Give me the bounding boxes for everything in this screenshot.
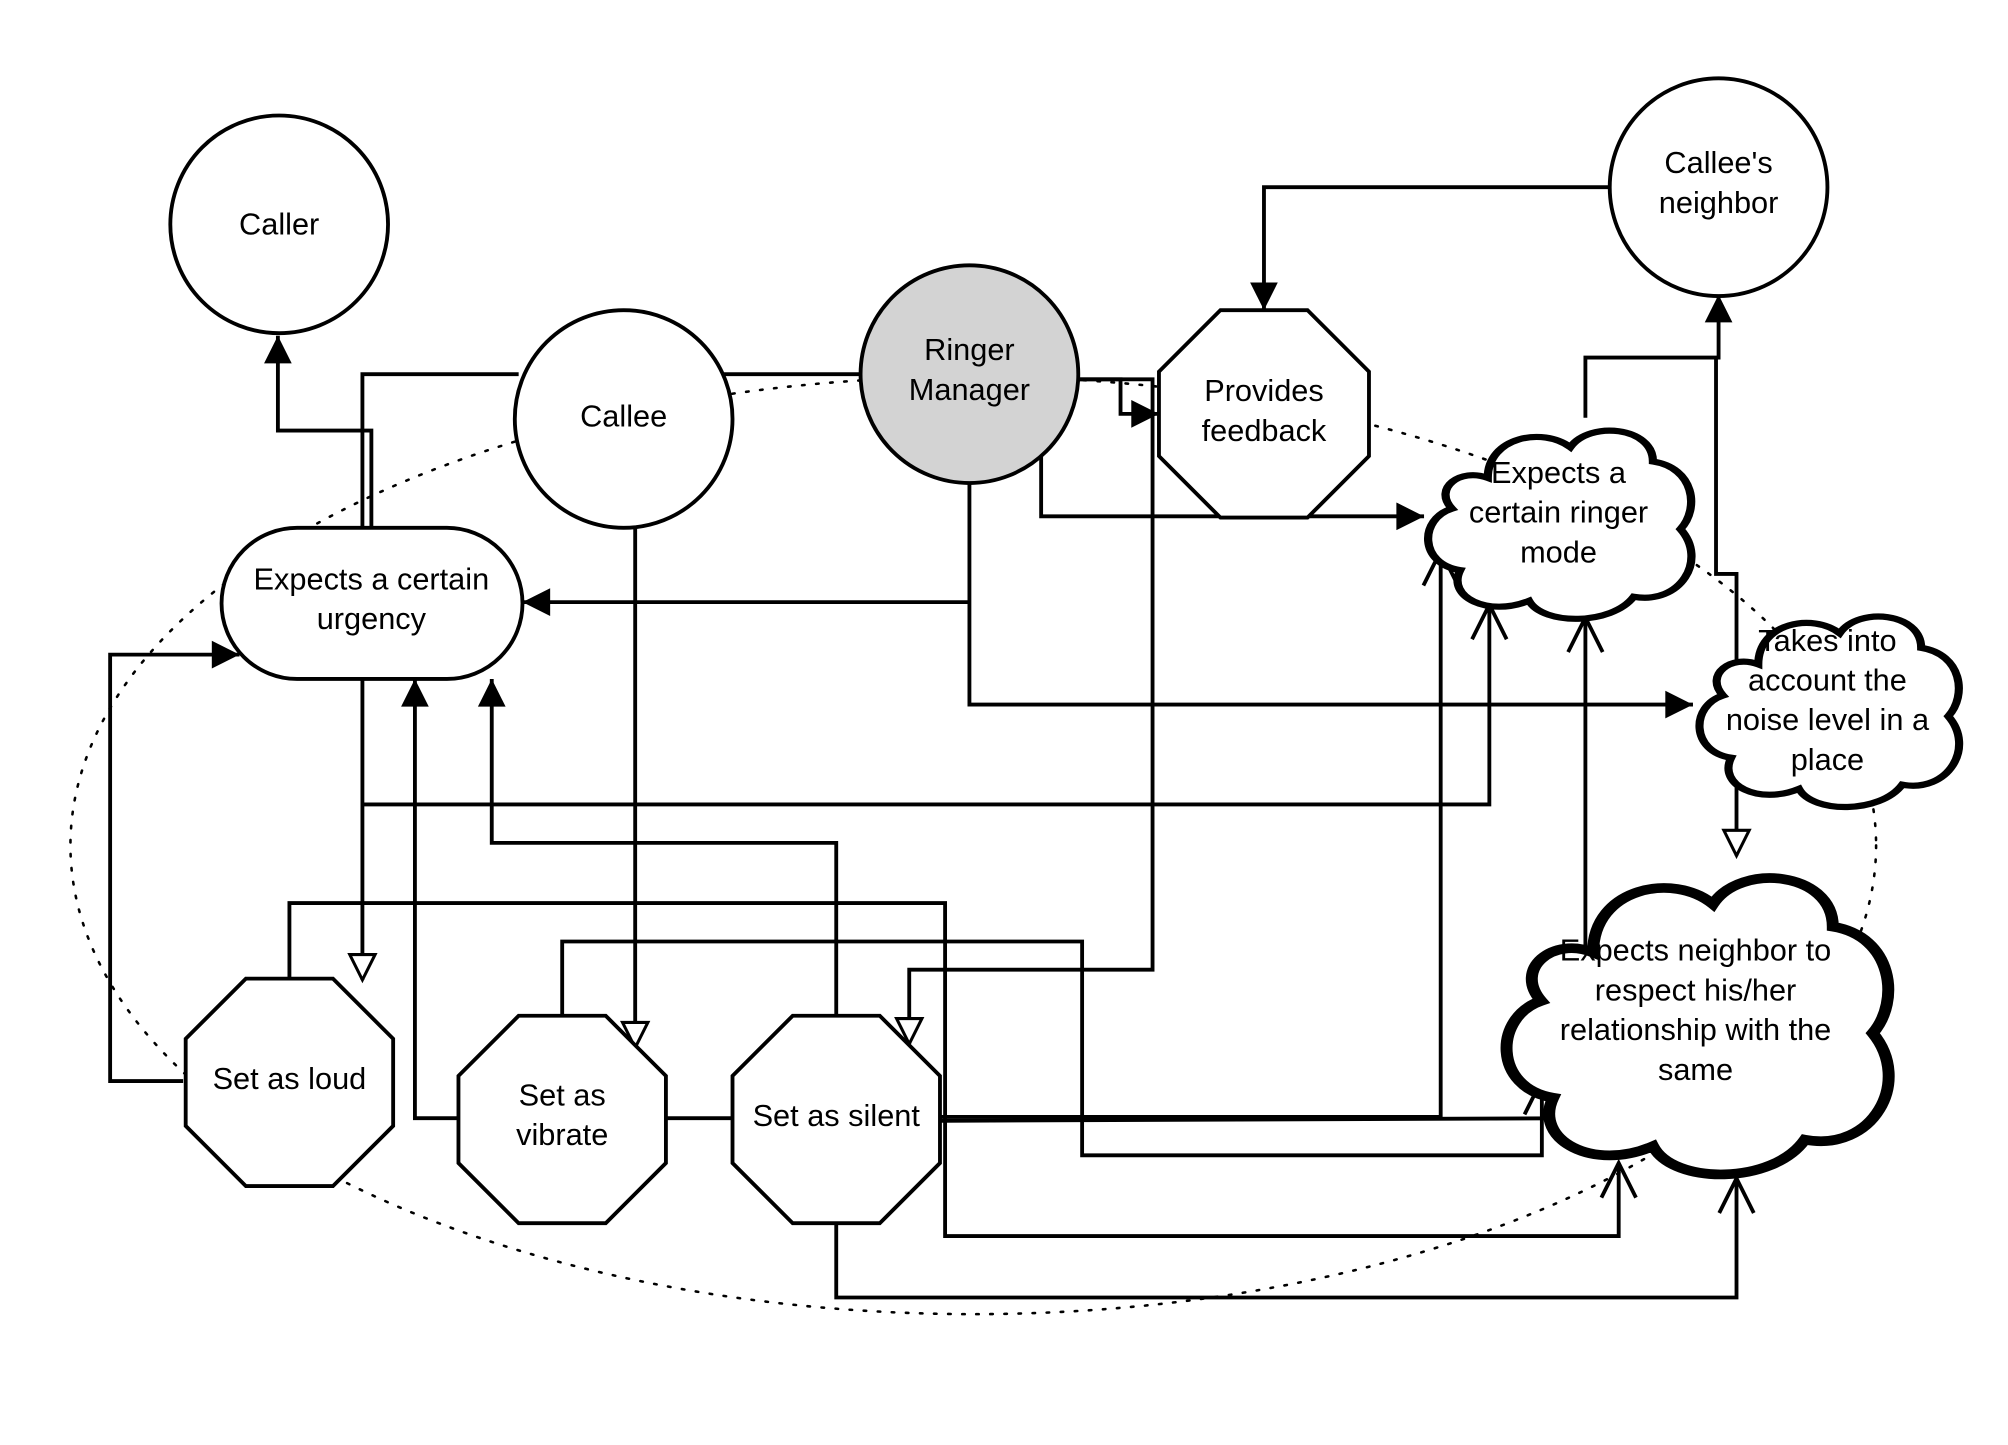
node-label: Callee's [1664, 145, 1772, 180]
node-label: Callee [580, 399, 667, 434]
edge-loud-to-urgency [108, 640, 240, 1083]
edge-silent-to-neighbor-cloud [834, 1174, 1756, 1300]
edge-neighbor-to-feedback [1250, 185, 1612, 311]
node-label: account the [1748, 662, 1907, 697]
node-set-as-loud[interactable]: Set as loud [183, 976, 396, 1189]
svg-text:Set as silent: Set as silent [753, 1098, 921, 1133]
edge-ringer-mode-to-neighbor [1583, 294, 1733, 418]
edge-silent-to-ringer-mode-a [941, 546, 1460, 1119]
node-label: Takes into [1758, 623, 1896, 658]
node-label: mode [1520, 534, 1597, 569]
node-label: Expects a [1491, 455, 1627, 490]
node-label: respect his/her [1595, 972, 1796, 1007]
node-label: Manager [909, 372, 1030, 407]
svg-text:Set as loud: Set as loud [213, 1061, 367, 1096]
node-label: neighbor [1659, 185, 1779, 220]
node-label: Expects neighbor to [1560, 933, 1832, 968]
svg-text:Callee: Callee [580, 399, 667, 434]
edge-silent-to-urgency [477, 678, 839, 1016]
node-provides-feedback[interactable]: Provides feedback [1157, 308, 1371, 520]
edge-manager-to-noise [967, 484, 1693, 719]
node-label: Set as silent [753, 1098, 921, 1133]
svg-text:Caller: Caller [239, 207, 319, 242]
edge-vibrate-to-neighbor-cloud [560, 939, 1561, 1158]
node-label: Expects a certain [254, 561, 490, 596]
node-expects-urgency[interactable]: Expects a certain urgency [219, 525, 525, 681]
node-label: noise level in a [1726, 702, 1930, 737]
node-label: urgency [317, 601, 427, 636]
edge-to-ringer-mode-a [362, 600, 1509, 807]
node-callees-neighbor[interactable]: Callee's neighbor [1607, 76, 1830, 298]
node-set-as-vibrate[interactable]: Set as vibrate [456, 1013, 668, 1226]
node-noise-level[interactable]: Takes into account the noise level in a pla… [1699, 617, 1959, 808]
edge-vibrate-to-urgency [401, 678, 459, 1121]
node-label: Provides [1204, 373, 1324, 408]
node-label: same [1658, 1052, 1733, 1087]
edge-manager-to-feedback [1078, 377, 1159, 428]
node-label: Ringer [924, 332, 1015, 367]
node-callee[interactable]: Callee [512, 308, 735, 530]
node-set-as-silent[interactable]: Set as silent [730, 1013, 942, 1226]
node-expects-ringer-mode[interactable]: Expects a certain ringer mode [1428, 431, 1691, 619]
edge-urgency-to-caller [264, 335, 374, 528]
node-label: Set as [519, 1077, 606, 1112]
edge-manager-to-silent [894, 377, 1155, 1048]
edge-callee-to-loud [347, 372, 519, 984]
node-label: relationship with the [1560, 1012, 1832, 1047]
node-expects-neighbor-respect[interactable]: Expects neighbor to respect his/her relati… [1507, 878, 1889, 1174]
node-label: Set as loud [213, 1061, 367, 1096]
node-label: vibrate [516, 1117, 608, 1152]
node-label: place [1791, 742, 1864, 777]
edge-loud-to-neighbor-cloud [287, 901, 1638, 1238]
edges [108, 185, 1756, 1300]
node-label: Caller [239, 207, 319, 242]
node-label: feedback [1202, 413, 1327, 448]
node-caller[interactable]: Caller [168, 113, 390, 336]
node-label: certain ringer [1469, 495, 1648, 530]
